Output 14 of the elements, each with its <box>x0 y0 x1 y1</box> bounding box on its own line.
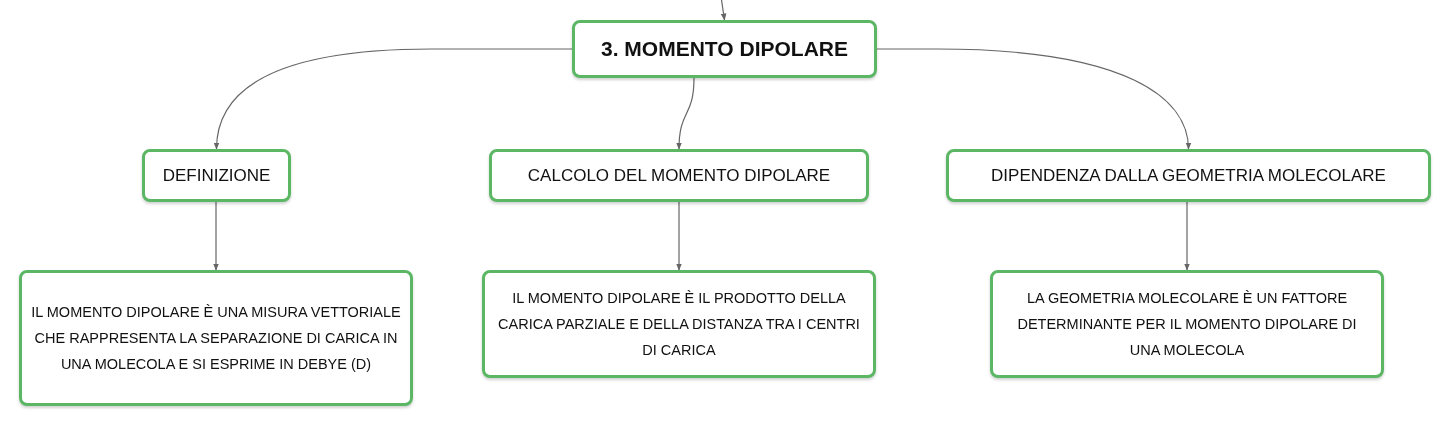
connector-arrow <box>214 48 573 150</box>
subtopic-box: DIPENDENZA DALLA GEOMETRIA MOLECOLARE <box>946 149 1431 202</box>
connector-arrow <box>1184 201 1190 271</box>
connector-arrow <box>676 77 695 150</box>
description-box: IL MOMENTO DIPOLARE È UNA MISURA VETTORIALE CHE RAPPRESENTA LA SEPARAZIONE DI CARICA IN UNA MOLECOLA E SI ESPRIME IN DEBYE (D) <box>19 270 413 406</box>
subtopic-box: CALCOLO DEL MOMENTO DIPOLARE <box>489 149 869 202</box>
connector-arrow <box>720 0 727 21</box>
description-box: LA GEOMETRIA MOLECOLARE È UN FATTORE DETERMINANTE PER IL MOMENTO DIPOLARE DI UNA MOLECOLA <box>990 270 1384 378</box>
subtopic-box: DEFINIZIONE <box>142 149 291 202</box>
connector-arrow <box>676 201 682 271</box>
connector-arrow <box>876 48 1191 150</box>
description-box: IL MOMENTO DIPOLARE È IL PRODOTTO DELLA CARICA PARZIALE E DELLA DISTANZA TRA I CENTRI DI CARICA <box>482 270 876 378</box>
connector-arrow <box>213 201 219 271</box>
topic-box: 3. MOMENTO DIPOLARE <box>572 20 877 78</box>
